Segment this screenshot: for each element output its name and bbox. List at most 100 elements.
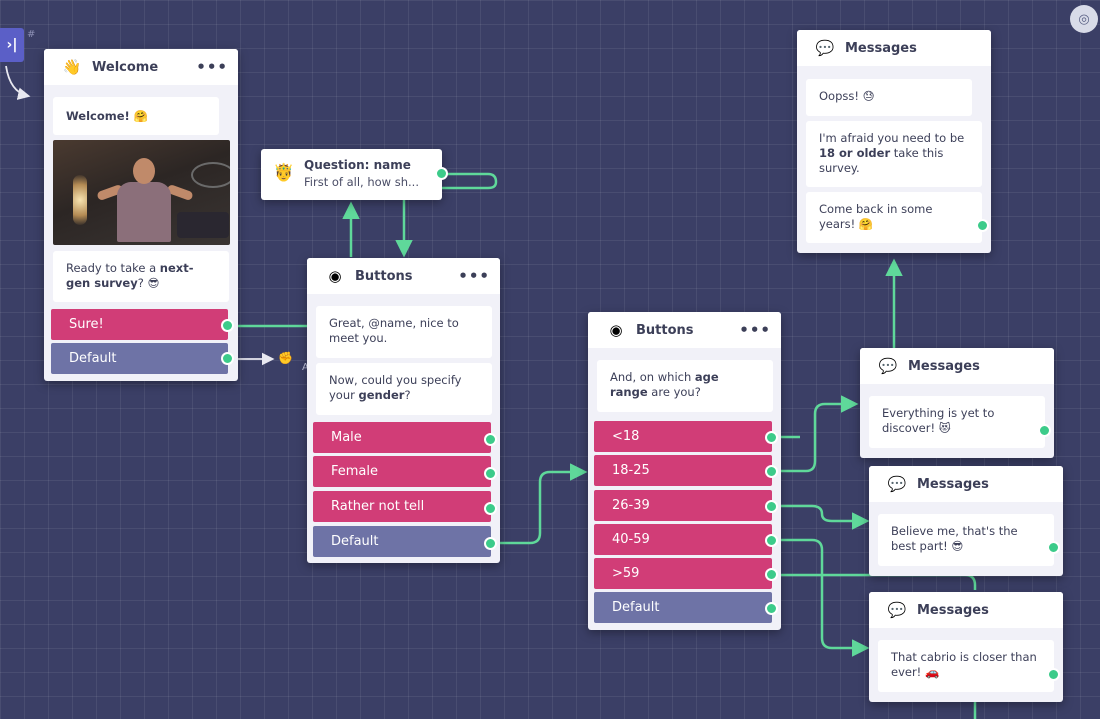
messages-c-output-port[interactable] bbox=[1047, 668, 1060, 681]
best-part-text: Believe me, that's the best part! 😎 bbox=[891, 524, 1018, 553]
question-name-preview: First of all, how sh... bbox=[304, 175, 419, 189]
age-requirement-bold: 18 or older bbox=[819, 146, 891, 160]
sidebar-toggle-button[interactable]: ›| bbox=[0, 28, 24, 62]
female-label: Female bbox=[331, 464, 379, 479]
messages-a-node[interactable]: 💬 Messages Everything is yet to discover… bbox=[860, 348, 1054, 458]
age-18-25-label: 18-25 bbox=[612, 463, 650, 478]
age-26-39-output-port[interactable] bbox=[765, 500, 778, 513]
gender-question-start: Now, could you specify your bbox=[329, 373, 462, 402]
messages-top-title: Messages bbox=[845, 40, 917, 56]
messages-b-header[interactable]: 💬 Messages bbox=[869, 466, 1063, 502]
question-name-title: Question: name bbox=[304, 158, 411, 172]
age-question-end: are you? bbox=[647, 385, 701, 399]
age-under-18-label: <18 bbox=[612, 429, 640, 444]
age-over-59-output-port[interactable] bbox=[765, 568, 778, 581]
messages-c-header[interactable]: 💬 Messages bbox=[869, 592, 1063, 628]
female-option-button[interactable]: Female bbox=[313, 456, 491, 487]
buttons-age-node[interactable]: ◉ Buttons ••• And, on which age range ar… bbox=[588, 312, 781, 630]
gender-question-message: Now, could you specify your gender? bbox=[316, 363, 492, 415]
welcome-default-button[interactable]: Default bbox=[51, 343, 228, 374]
gender-default-button[interactable]: Default bbox=[313, 526, 491, 557]
cabrio-message: That cabrio is closer than ever! 🚗 bbox=[878, 640, 1054, 692]
age-18-25-button[interactable]: 18-25 bbox=[594, 455, 772, 486]
messages-c-node[interactable]: 💬 Messages That cabrio is closer than ev… bbox=[869, 592, 1063, 702]
messages-top-output-port[interactable] bbox=[976, 219, 989, 232]
oops-text: Oopss! 😓 bbox=[819, 89, 875, 103]
gender-greeting-message: Great, @name, nice to meet you. bbox=[316, 306, 492, 358]
age-over-59-button[interactable]: >59 bbox=[594, 558, 772, 589]
come-back-message: Come back in some years! 🤗 bbox=[806, 192, 982, 243]
speech-bubble-icon: 💬 bbox=[815, 38, 835, 57]
welcome-default-label: Default bbox=[69, 351, 117, 366]
age-requirement-message: I'm afraid you need to be 18 or older ta… bbox=[806, 121, 982, 187]
wire-question-loop bbox=[442, 172, 498, 190]
wire-26-39-to-b bbox=[771, 504, 870, 530]
everything-message: Everything is yet to discover! 😻 bbox=[869, 396, 1045, 448]
rather-not-tell-button[interactable]: Rather not tell bbox=[313, 491, 491, 522]
age-default-button[interactable]: Default bbox=[594, 592, 772, 623]
messages-top-header[interactable]: 💬 Messages bbox=[797, 30, 991, 66]
male-output-port[interactable] bbox=[484, 433, 497, 446]
node-menu-button[interactable]: ••• bbox=[458, 267, 490, 285]
age-question-bold: age range bbox=[610, 370, 719, 399]
sure-button-label: Sure! bbox=[69, 317, 104, 332]
best-part-message: Believe me, that's the best part! 😎 bbox=[878, 514, 1054, 566]
buttons-gender-node[interactable]: ◉ Buttons ••• Great, @name, nice to meet… bbox=[307, 258, 500, 563]
age-40-59-button[interactable]: 40-59 bbox=[594, 524, 772, 555]
gender-default-output-port[interactable] bbox=[484, 537, 497, 550]
age-18-25-output-port[interactable] bbox=[765, 465, 778, 478]
age-over-59-label: >59 bbox=[612, 566, 640, 581]
welcome-node[interactable]: 👋 Welcome ••• Welcome! 🤗 Ready to take a… bbox=[44, 49, 238, 381]
gender-question-end: ? bbox=[404, 388, 411, 402]
age-requirement-start: I'm afraid you need to be bbox=[819, 131, 965, 145]
welcome-default-output-port[interactable] bbox=[221, 352, 234, 365]
question-name-output-port[interactable] bbox=[435, 167, 448, 180]
age-40-59-output-port[interactable] bbox=[765, 534, 778, 547]
welcome-node-title: Welcome bbox=[92, 59, 159, 75]
messages-c-title: Messages bbox=[917, 602, 989, 618]
messages-a-header[interactable]: 💬 Messages bbox=[860, 348, 1054, 384]
person-icon: 🤴 bbox=[273, 163, 295, 183]
age-default-output-port[interactable] bbox=[765, 602, 778, 615]
age-question-message: And, on which age range are you? bbox=[597, 360, 773, 412]
gender-greeting-text: Great, @name, nice to meet you. bbox=[329, 316, 459, 345]
record-icon: ◉ bbox=[328, 266, 342, 285]
question-name-node[interactable]: 🤴 Question: name First of all, how sh... bbox=[261, 149, 442, 200]
messages-a-title: Messages bbox=[908, 358, 980, 374]
age-26-39-button[interactable]: 26-39 bbox=[594, 490, 772, 521]
survey-text-bold: next-gen survey bbox=[66, 261, 194, 290]
node-menu-button[interactable]: ••• bbox=[196, 58, 228, 76]
welcome-node-header[interactable]: 👋 Welcome ••• bbox=[44, 49, 238, 85]
fit-view-button[interactable]: ◎ bbox=[1070, 5, 1098, 33]
focus-icon: ◎ bbox=[1078, 11, 1090, 27]
greeting-text: Welcome! 🤗 bbox=[66, 108, 149, 123]
cabrio-text: That cabrio is closer than ever! 🚗 bbox=[891, 650, 1037, 679]
welcome-greeting-message: Welcome! 🤗 bbox=[53, 97, 219, 135]
wire-over59 bbox=[771, 573, 977, 590]
welcome-video[interactable] bbox=[53, 140, 230, 245]
wire-default-to-age bbox=[490, 463, 588, 545]
messages-a-output-port[interactable] bbox=[1038, 424, 1051, 437]
female-output-port[interactable] bbox=[484, 467, 497, 480]
age-under-18-output-port[interactable] bbox=[765, 431, 778, 444]
buttons-gender-header[interactable]: ◉ Buttons ••• bbox=[307, 258, 500, 294]
messages-b-output-port[interactable] bbox=[1047, 541, 1060, 554]
age-under-18-button[interactable]: <18 bbox=[594, 421, 772, 452]
age-40-59-label: 40-59 bbox=[612, 532, 650, 547]
messages-b-node[interactable]: 💬 Messages Believe me, that's the best p… bbox=[869, 466, 1063, 576]
rather-not-tell-output-port[interactable] bbox=[484, 502, 497, 515]
messages-top-node[interactable]: 💬 Messages Oopss! 😓 I'm afraid you need … bbox=[797, 30, 991, 253]
oops-message: Oopss! 😓 bbox=[806, 79, 972, 116]
collapse-icon: ›| bbox=[6, 37, 18, 53]
sure-button[interactable]: Sure! bbox=[51, 309, 228, 340]
speech-bubble-icon: 💬 bbox=[878, 356, 898, 375]
video-person-head bbox=[133, 158, 155, 184]
buttons-age-header[interactable]: ◉ Buttons ••• bbox=[588, 312, 781, 348]
come-back-text: Come back in some years! 🤗 bbox=[819, 202, 933, 231]
male-option-button[interactable]: Male bbox=[313, 422, 491, 453]
node-menu-button[interactable]: ••• bbox=[739, 321, 771, 339]
sure-output-port[interactable] bbox=[221, 319, 234, 332]
wire-18-25-to-a bbox=[771, 395, 859, 473]
record-icon: ◉ bbox=[609, 320, 623, 339]
video-person-body bbox=[117, 182, 171, 242]
